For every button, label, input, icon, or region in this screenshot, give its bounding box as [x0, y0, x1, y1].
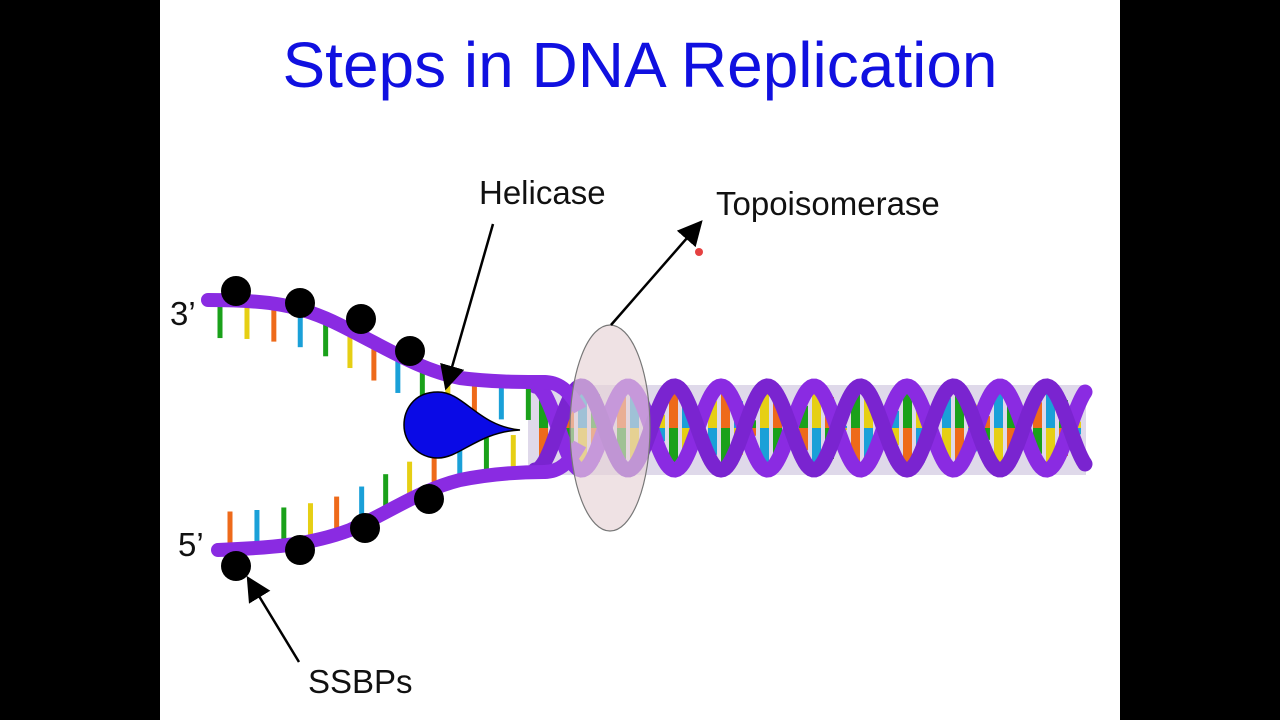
- replication-fork: [201, 293, 587, 557]
- base-pair-half: [851, 394, 860, 428]
- base-pair-half: [1033, 428, 1042, 454]
- base-pair-half: [903, 428, 912, 469]
- ssbp-protein-icon: [221, 551, 251, 581]
- helicase-label: Helicase: [479, 174, 606, 211]
- ssbp-protein-icon: [285, 535, 315, 565]
- ssbp-protein-icon: [350, 513, 380, 543]
- base-pair-half: [942, 428, 951, 458]
- base-pair-half: [994, 389, 1003, 428]
- topoisomerase-enzyme-icon: [569, 324, 651, 532]
- base-pair-half: [994, 428, 1003, 467]
- base-pair-half: [955, 386, 964, 428]
- ssbps-label: SSBPs: [308, 663, 413, 700]
- base-pair-half: [721, 428, 730, 470]
- ssbp-group: [221, 276, 444, 581]
- base-pair-half: [708, 428, 717, 455]
- base-pair-half: [799, 405, 808, 428]
- base-pair-half: [851, 428, 860, 462]
- base-pair-half: [1046, 428, 1055, 470]
- base-pair-half: [1046, 386, 1055, 428]
- ssbp-protein-icon: [285, 288, 315, 318]
- five-prime-end-label: 5’: [178, 526, 204, 563]
- base-pair-half: [1033, 402, 1042, 428]
- base-pair-half: [708, 401, 717, 428]
- base-pair-half: [812, 428, 821, 470]
- base-pair-half: [942, 398, 951, 428]
- slide: Steps in DNA Replication: [160, 0, 1120, 720]
- base-pair-half: [955, 428, 964, 470]
- ssbp-protein-icon: [346, 304, 376, 334]
- base-pair-half: [903, 387, 912, 428]
- base-pair-half: [721, 386, 730, 428]
- ssbp-protein-icon: [414, 484, 444, 514]
- three-prime-end-label: 3’: [170, 295, 196, 332]
- base-pair-half: [669, 388, 678, 428]
- base-pair-half: [760, 428, 769, 465]
- base-pair-half: [669, 428, 678, 468]
- top-strand-backbone: [201, 293, 551, 389]
- bottom-strand-backbone: [211, 465, 551, 557]
- ssbp-protein-icon: [395, 336, 425, 366]
- base-pair-half: [812, 386, 821, 428]
- ssbp-pointer-arrow-icon: [246, 575, 301, 663]
- page-title: Steps in DNA Replication: [282, 29, 998, 101]
- base-pair-half: [760, 391, 769, 428]
- base-pair-half: [799, 428, 808, 451]
- ssbp-protein-icon: [221, 276, 251, 306]
- topoisomerase-pointer-arrow-icon: [610, 220, 703, 326]
- helicase-pointer-arrow-icon: [440, 223, 495, 391]
- helicase-enzyme-icon: [403, 391, 521, 459]
- pointer-dot: [695, 248, 703, 256]
- topoisomerase-label: Topoisomerase: [716, 185, 940, 222]
- dna-replication-diagram: [201, 220, 1093, 663]
